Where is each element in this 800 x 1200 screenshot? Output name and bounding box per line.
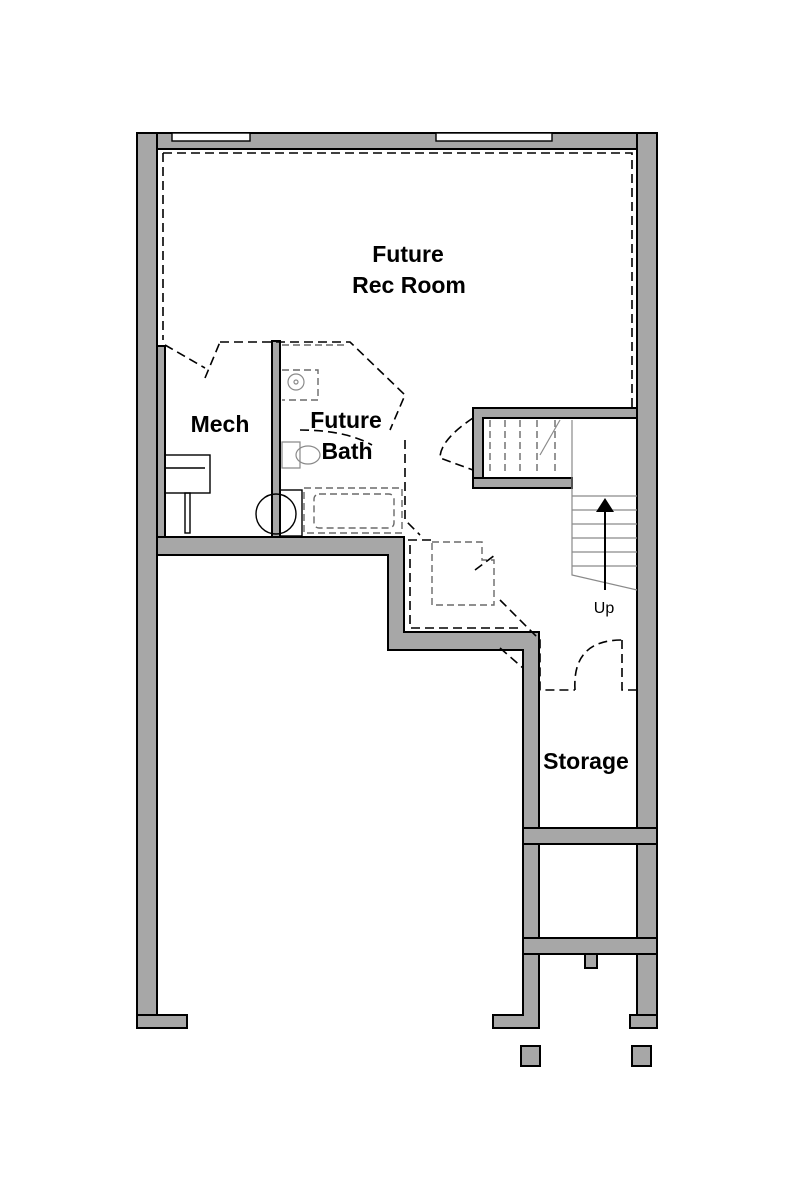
room-labels: Future Rec Room Mech Future Bath Storage…: [191, 241, 629, 774]
mech-left-wall: [156, 345, 166, 538]
stairs: [439, 417, 638, 591]
left-wall-foot: [136, 1014, 188, 1029]
interior-divider-wall: [156, 536, 540, 1029]
storage-label: Storage: [543, 748, 629, 774]
mech-label: Mech: [191, 411, 250, 437]
window-right: [435, 132, 553, 142]
walls: [136, 132, 658, 1067]
windows: [171, 132, 553, 142]
post-right: [631, 1045, 652, 1067]
water-heater: [255, 493, 297, 535]
furnace: [164, 454, 211, 494]
stair-up-label: Up: [594, 600, 615, 617]
storage-divider-2: [522, 937, 658, 955]
rec-room-label-line1: Future: [372, 241, 444, 267]
right-outer-wall: [636, 132, 658, 1029]
right-wall-foot: [629, 1014, 658, 1029]
stair-bottom-wall: [472, 477, 573, 489]
rec-room-label-line2: Rec Room: [352, 272, 466, 298]
left-outer-wall: [136, 132, 158, 1029]
landing-closet: [408, 539, 637, 691]
post-left: [520, 1045, 541, 1067]
mech-bath-partition: [271, 340, 281, 538]
rec-room-outline: [162, 152, 633, 431]
bath-label-line1: Future: [310, 407, 382, 433]
window-left: [171, 132, 251, 142]
bath-fixtures: [255, 344, 421, 537]
storage-stub: [584, 953, 598, 969]
mech-equipment: [164, 454, 211, 534]
bath-label-line2: Bath: [321, 438, 372, 464]
stair-up-arrow-icon: [596, 498, 614, 512]
storage-divider-1: [522, 827, 658, 845]
